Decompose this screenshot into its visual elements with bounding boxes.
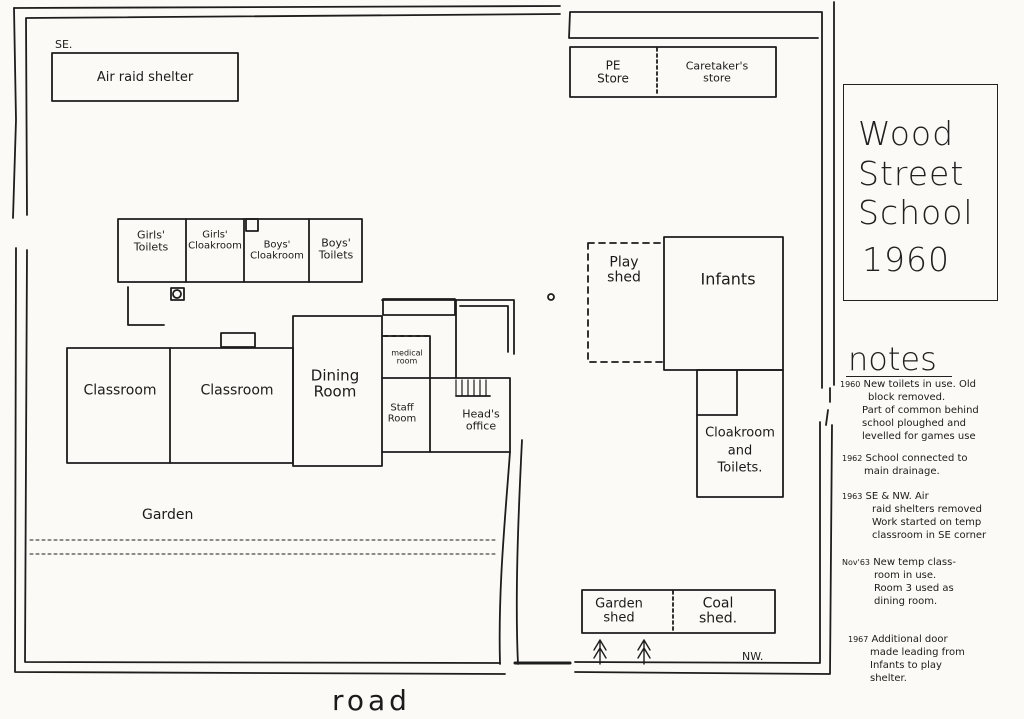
note-1960: 1960 New toilets in use. Old block remov… (840, 379, 979, 442)
play-shed (587, 242, 665, 363)
title-line-3: School (858, 193, 974, 232)
air-raid-shelter (51, 52, 239, 102)
label-garden: Garden (142, 507, 194, 523)
office-block (381, 335, 431, 453)
title-line-4: 1960 (862, 240, 950, 279)
entrance-arrow (637, 639, 651, 665)
infants-block (663, 236, 784, 371)
compass-se: SE. (55, 38, 73, 51)
title-line-2: Street (858, 154, 965, 193)
title-line-1: Wood (858, 114, 955, 153)
label-classroom-1: Classroom (83, 382, 157, 399)
shed-block (581, 589, 776, 634)
notes-underline (846, 376, 952, 377)
note-nov63: Nov'63 New temp class- room in use. Room… (842, 557, 956, 607)
title-box (843, 84, 998, 301)
note-1962: 1962 School connected to main drainage. (842, 453, 968, 477)
cloakroom-toilets (696, 369, 784, 498)
label-air-raid-shelter: Air raid shelter (96, 70, 194, 86)
entrance-arrow (593, 639, 607, 665)
site-boundary (12, 1, 835, 675)
label-boys-toilets: Boys'Toilets (318, 236, 354, 261)
dining-room (292, 315, 383, 467)
label-road: road (332, 684, 411, 717)
label-classroom-2: Classroom (200, 382, 274, 399)
toilet-block (117, 218, 363, 283)
note-1963: 1963 SE & NW. Air raid shelters removed … (842, 491, 987, 541)
site-boundary-inner (24, 11, 823, 664)
label-girls-cloakroom: Girls'Cloakroom (188, 229, 242, 251)
classroom-block (66, 347, 294, 464)
note-1967: 1967 Additional door made leading from I… (848, 634, 965, 684)
compass-nw: NW. (742, 650, 764, 663)
label-boys-cloakroom: Boys'Cloakroom (250, 239, 304, 261)
label-infants: Infants (700, 269, 756, 289)
store-block (569, 46, 777, 98)
notes-title: notes (848, 340, 937, 378)
label-girls-toilets: Girls'Toilets (133, 228, 169, 253)
